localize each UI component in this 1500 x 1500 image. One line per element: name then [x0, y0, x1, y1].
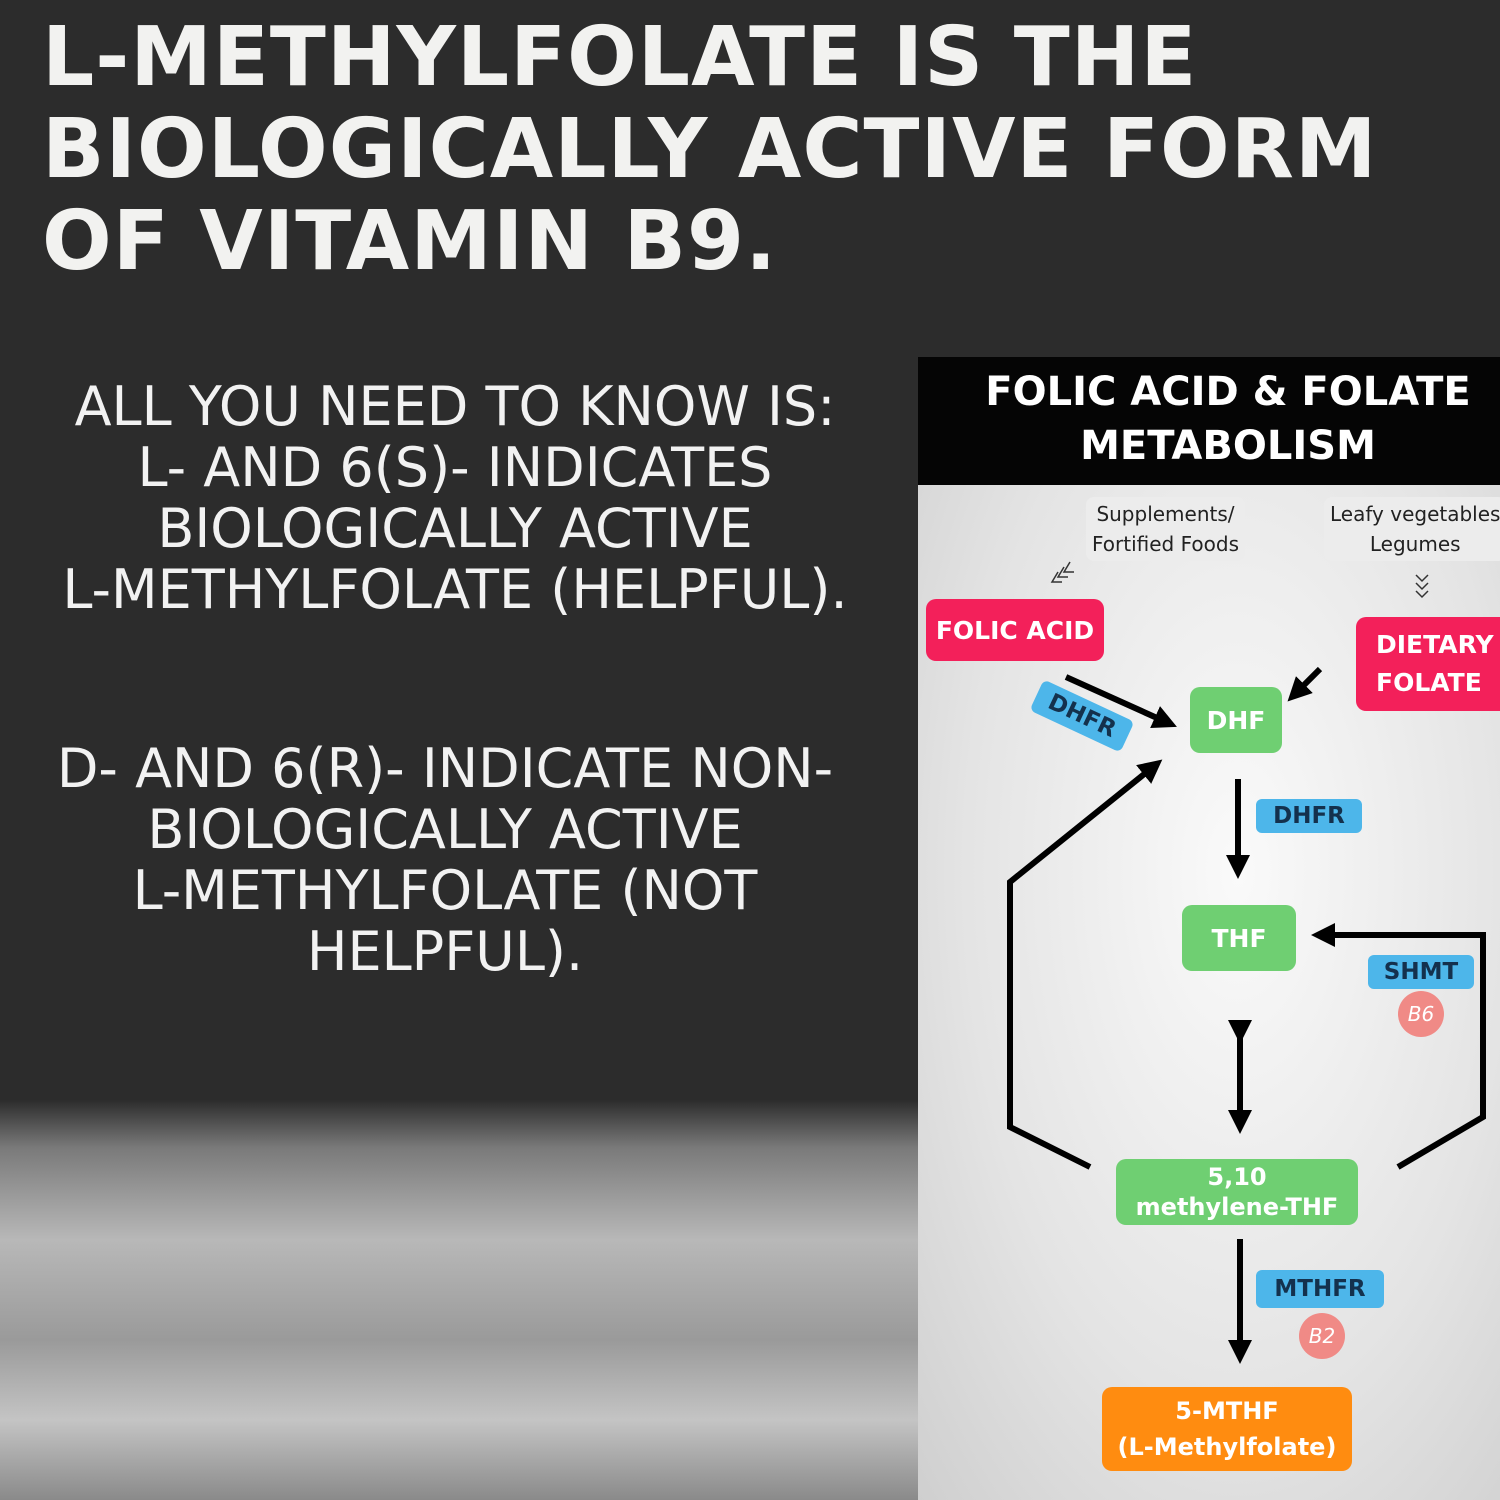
paragraph-line: BIOLOGICALLY ACTIVE — [147, 798, 743, 861]
node-line: 5-MTHF — [1175, 1397, 1279, 1425]
paragraph-line: L-METHYLFOLATE (HELPFUL). — [62, 558, 848, 621]
source-leafy: Leafy vegetables Legumes — [1324, 497, 1500, 561]
node-line: methylene-THF — [1135, 1193, 1339, 1221]
arrow-dietary-to-dhf — [1287, 666, 1323, 702]
diagram-title: FOLIC ACID & FOLATE METABOLISM — [918, 357, 1500, 485]
title-line: FOLIC ACID & FOLATE — [985, 369, 1471, 415]
chevrons-icon — [1050, 561, 1429, 599]
arrow-folic-to-dhf — [1064, 674, 1177, 729]
node-5-mthf: 5-MTHF (L-Methylfolate) — [1102, 1387, 1352, 1471]
node-line: DIETARY — [1376, 630, 1494, 659]
title-line: METABOLISM — [1080, 423, 1376, 469]
enzyme-shmt: SHMT — [1368, 955, 1474, 989]
paragraph-line: ALL YOU NEED TO KNOW IS: — [74, 375, 836, 438]
arrow-loop-right — [1311, 923, 1486, 1170]
node-line: FOLATE — [1376, 668, 1482, 697]
enzyme-mthfr: MTHFR — [1256, 1270, 1384, 1308]
enzyme-dhfr-2: DHFR — [1256, 799, 1362, 833]
cofactor-b6: B6 — [1398, 991, 1444, 1037]
active-form-paragraph: ALL YOU NEED TO KNOW IS: L- AND 6(S)- IN… — [0, 376, 910, 620]
headline-line: BIOLOGICALLY ACTIVE FORM — [42, 102, 1378, 197]
headline-line: OF VITAMIN B9. — [42, 194, 778, 289]
background-surface — [0, 1100, 920, 1500]
source-line: Supplements/ — [1096, 502, 1235, 526]
paragraph-line: HELPFUL). — [306, 920, 584, 983]
arrow-loop-left — [1007, 759, 1163, 1170]
node-dietary-folate: DIETARY FOLATE — [1356, 617, 1500, 711]
headline: L-METHYLFOLATE IS THE BIOLOGICALLY ACTIV… — [42, 12, 1482, 288]
inactive-form-paragraph: D- AND 6(R)- INDICATE NON- BIOLOGICALLY … — [0, 738, 900, 982]
node-thf: THF — [1182, 905, 1296, 971]
node-methylene-thf: 5,10 methylene-THF — [1116, 1159, 1358, 1225]
cofactor-b2: B2 — [1299, 1313, 1345, 1359]
node-line: 5,10 — [1207, 1163, 1267, 1191]
source-line: Leafy vegetables — [1330, 502, 1500, 526]
source-supplements: Supplements/ Fortified Foods — [1086, 497, 1245, 561]
node-folic-acid: FOLIC ACID — [926, 599, 1104, 661]
paragraph-line: D- AND 6(R)- INDICATE NON- — [56, 737, 834, 800]
source-line: Fortified Foods — [1092, 532, 1239, 556]
headline-line: L-METHYLFOLATE IS THE — [42, 10, 1198, 105]
metabolism-diagram: FOLIC ACID & FOLATE METABOLISM Supplemen… — [918, 357, 1500, 1500]
source-line: Legumes — [1369, 532, 1461, 556]
paragraph-line: BIOLOGICALLY ACTIVE — [157, 497, 753, 560]
paragraph-line: L-METHYLFOLATE (NOT — [132, 859, 758, 922]
node-dhf: DHF — [1190, 687, 1282, 753]
diagram-arrows — [1007, 561, 1486, 1364]
node-line: (L-Methylfolate) — [1117, 1433, 1337, 1461]
paragraph-line: L- AND 6(S)- INDICATES — [137, 436, 773, 499]
